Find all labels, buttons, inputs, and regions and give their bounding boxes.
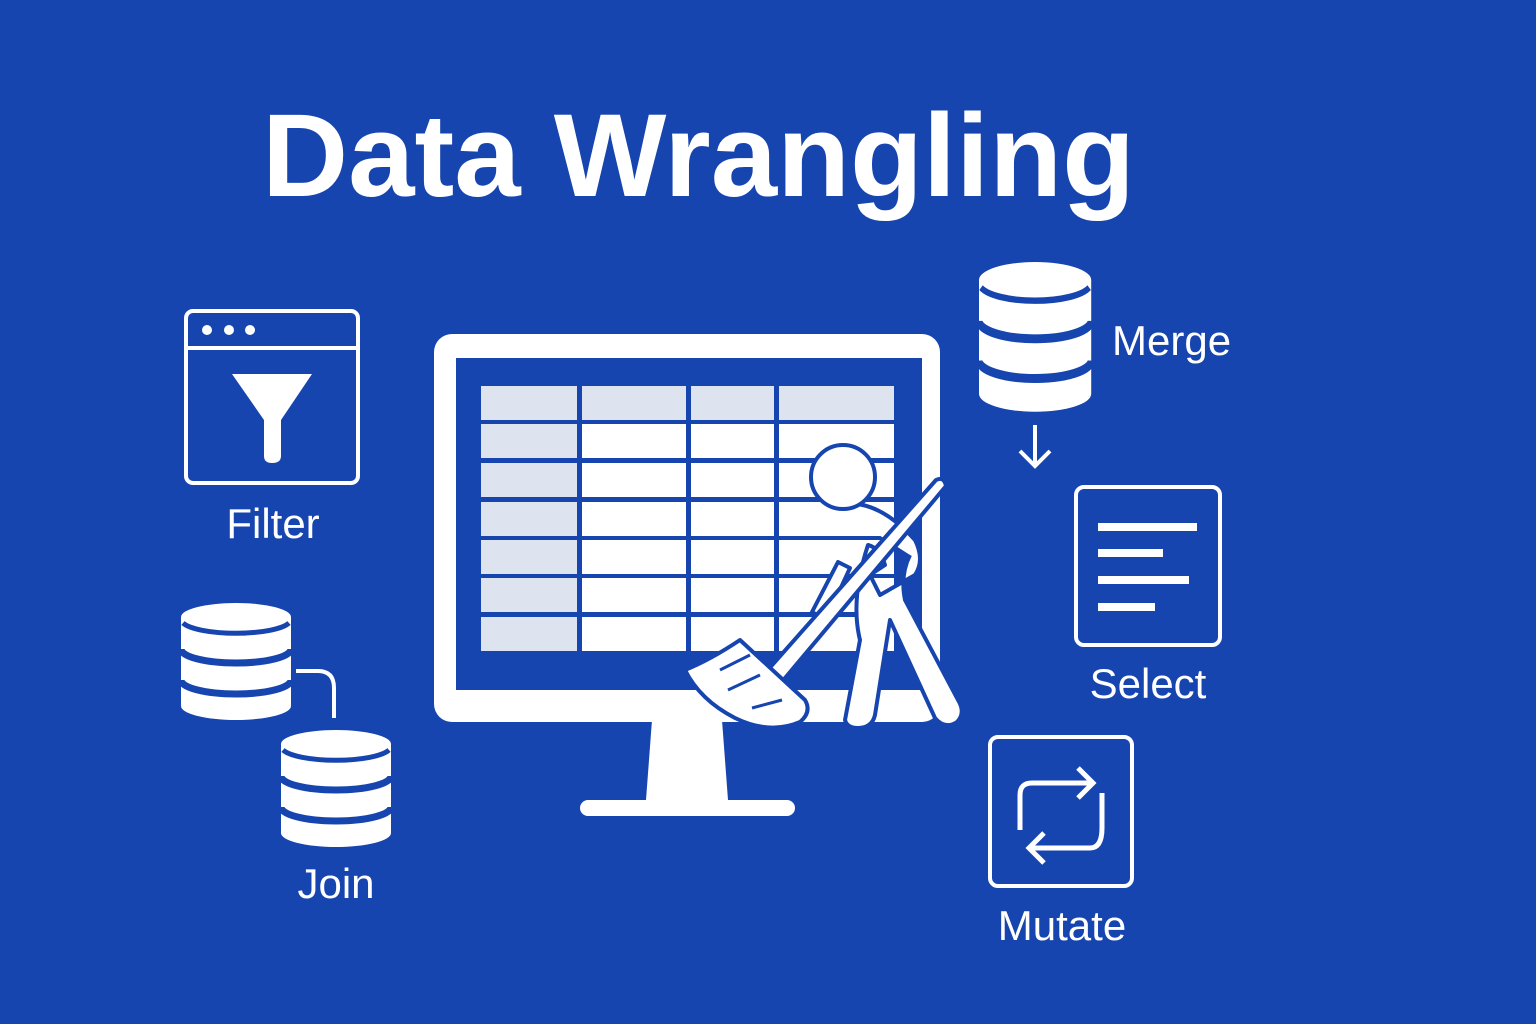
page-title: Data Wrangling — [262, 90, 1135, 222]
database-icon — [181, 603, 291, 720]
database-icon — [281, 730, 391, 847]
table-cell — [582, 617, 686, 651]
person-sweeping-icon — [683, 443, 964, 730]
join-step: Join — [181, 603, 391, 907]
table-cell — [481, 578, 577, 612]
monitor-spreadsheet-cleaning-icon — [434, 334, 964, 816]
table-cell — [582, 424, 686, 458]
table-cell — [582, 540, 686, 574]
table-header-cell — [691, 386, 774, 420]
table-header-cell — [779, 386, 894, 420]
filter-window-icon — [184, 309, 360, 485]
table-header-cell — [481, 386, 577, 420]
table-cell — [481, 463, 577, 497]
arrow-down-icon — [1018, 425, 1052, 469]
select-step: Select — [1074, 485, 1222, 707]
select-label: Select — [1090, 660, 1207, 707]
table-cell — [582, 463, 686, 497]
table-cell — [481, 617, 577, 651]
mutate-label: Mutate — [998, 902, 1126, 949]
swap-arrows-icon — [988, 735, 1134, 888]
table-cell — [691, 463, 774, 497]
table-cell — [481, 424, 577, 458]
table-header-cell — [582, 386, 686, 420]
filter-label: Filter — [226, 500, 319, 547]
table-cell — [691, 578, 774, 612]
database-icon — [979, 262, 1091, 412]
merge-step: Merge — [979, 262, 1231, 469]
table-cell — [582, 502, 686, 536]
join-label: Join — [297, 860, 374, 907]
table-cell — [691, 424, 774, 458]
table-cell — [481, 540, 577, 574]
table-cell — [582, 578, 686, 612]
database-join-icon — [181, 603, 391, 847]
list-document-icon — [1074, 485, 1222, 647]
merge-label: Merge — [1112, 317, 1231, 364]
table-cell — [691, 502, 774, 536]
mutate-step: Mutate — [988, 735, 1134, 949]
filter-step: Filter — [184, 309, 360, 547]
table-cell — [691, 540, 774, 574]
table-cell — [481, 502, 577, 536]
